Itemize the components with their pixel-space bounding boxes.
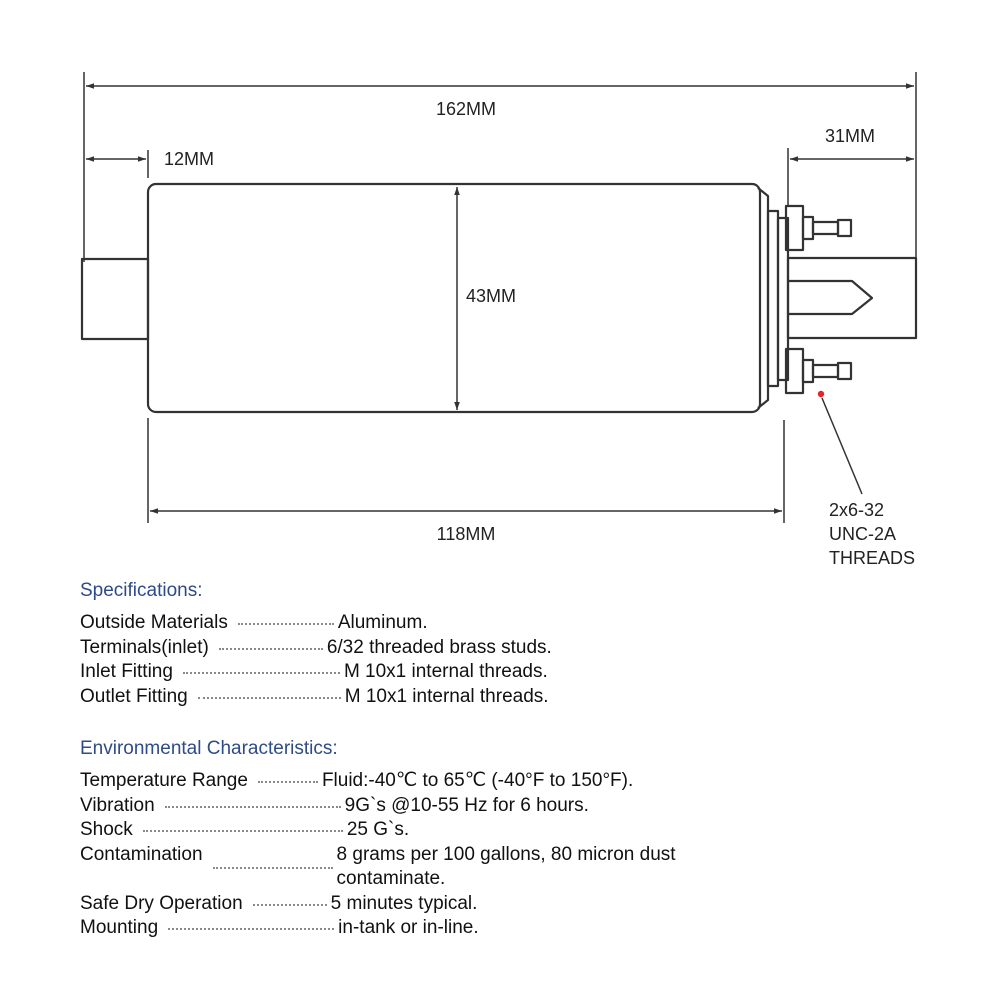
env-row: Safe Dry Operation 5 minutes typical. (80, 892, 960, 917)
env-value: 9G`s @10-55 Hz for 6 hours. (344, 794, 589, 816)
env-row: Shock 25 G`s. (80, 818, 960, 843)
leader-dots (164, 805, 341, 808)
specifications-heading: Specifications: (80, 580, 203, 601)
leader-dots (212, 867, 333, 869)
env-value: in-tank or in-line. (338, 917, 479, 938)
pump-dimension-drawing: 162MM 12MM 31MM 43MM 118MM 2x6-32 UNC-2A… (80, 72, 918, 568)
env-value: Fluid:-40℃ to 65℃ (-40°F to 150°F). (321, 770, 634, 791)
env-label: Temperature Range (80, 770, 248, 791)
leader-dots (142, 830, 343, 833)
env-row: Vibration 9G`s @10-55 Hz for 6 hours. (80, 794, 960, 819)
body-length-label: 118MM (437, 524, 496, 544)
pump-housing (146, 182, 762, 414)
spec-value: M 10x1 internal threads. (343, 661, 548, 682)
env-row: Mounting in-tank or in-line. (80, 916, 960, 941)
env-value: 5 minutes typical. (330, 892, 478, 914)
extension-lines (83, 72, 917, 523)
spec-label: Terminals(inlet) (80, 636, 209, 658)
leader-dots (182, 672, 340, 675)
inlet-fitting (80, 257, 150, 341)
leader-dots (252, 903, 327, 906)
inlet-length-label: 12MM (164, 149, 214, 169)
spec-value: M 10x1 internal threads. (344, 685, 549, 707)
outlet-nozzle (788, 279, 874, 316)
spec-row: Outlet Fitting M 10x1 internal threads. (80, 685, 960, 710)
leader-dots (237, 623, 334, 626)
pump-body (80, 182, 918, 414)
outlet-length-label: 31MM (825, 126, 875, 146)
env-label: Mounting (80, 917, 159, 938)
spec-value: Aluminum. (337, 612, 428, 633)
thread-callout-leader (821, 397, 863, 495)
leader-dots (197, 696, 341, 699)
overall-length-label: 162MM (436, 99, 496, 119)
thread-callout-dot (817, 390, 825, 398)
outlet-fitting (786, 256, 918, 340)
spec-label: Outlet Fitting (80, 685, 188, 707)
leader-dots (257, 781, 318, 784)
env-label: Safe Dry Operation (80, 892, 243, 914)
env-label: Shock (80, 819, 133, 840)
thread-callout-line-1: 2x6-32 (829, 500, 884, 520)
environmental-section: Environmental Characteristics: Temperatu… (80, 737, 960, 941)
leader-dots (218, 647, 323, 650)
env-label: Contamination (80, 843, 203, 865)
spec-row: Outside Materials Aluminum. (80, 611, 960, 636)
env-row: Contamination 8 grams per 100 gallons, 8… (80, 843, 960, 892)
spec-label: Outside Materials (80, 612, 228, 633)
env-value: 25 G`s. (346, 819, 410, 840)
diameter-label: 43MM (466, 286, 516, 306)
leader-dots (168, 928, 335, 931)
environmental-heading: Environmental Characteristics: (80, 738, 338, 759)
spec-row: Terminals(inlet) 6/32 threaded brass stu… (80, 636, 960, 661)
specifications-section: Specifications: Outside Materials Alumin… (80, 579, 960, 709)
env-row: Temperature Range Fluid:-40℃ to 65℃ (-40… (80, 769, 960, 794)
spec-label: Inlet Fitting (80, 661, 173, 682)
thread-callout-line-3: THREADS (829, 548, 915, 568)
spec-row: Inlet Fitting M 10x1 internal threads. (80, 660, 960, 685)
end-cap-plate (766, 209, 780, 388)
thread-callout-line-2: UNC-2A (829, 524, 896, 544)
env-value: 8 grams per 100 gallons, 80 micron dust … (336, 843, 676, 890)
env-label: Vibration (80, 794, 155, 816)
spec-value: 6/32 threaded brass studs. (326, 636, 552, 658)
